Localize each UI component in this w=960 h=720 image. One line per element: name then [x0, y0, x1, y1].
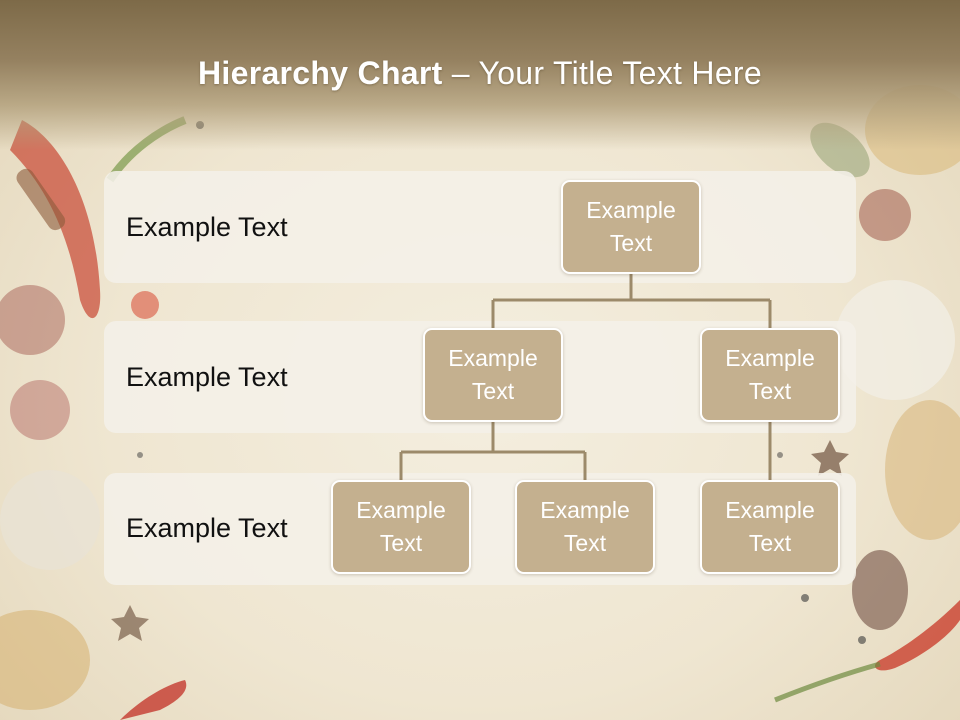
title-bold: Hierarchy Chart — [198, 55, 443, 91]
node-mid-right[interactable]: Example Text — [700, 328, 840, 422]
title-rest: – Your Title Text Here — [442, 55, 762, 91]
red-pepper-small — [131, 291, 159, 319]
peppercorn — [137, 452, 143, 458]
garlic-left — [0, 470, 100, 570]
onion-right — [859, 189, 911, 241]
fig-right — [852, 550, 908, 630]
node-bottom-center[interactable]: Example Text — [515, 480, 655, 574]
level-label-3: Example Text — [126, 513, 288, 543]
peppercorn — [858, 636, 866, 644]
red-chili-bottom — [120, 680, 187, 720]
star-anise-left — [111, 605, 149, 641]
cinnamon-stick — [16, 168, 66, 231]
peppercorn — [801, 594, 809, 602]
node-mid-left[interactable]: Example Text — [423, 328, 563, 422]
star-anise-right — [811, 440, 849, 476]
level-band-1 — [104, 171, 856, 283]
level-label-1: Example Text — [126, 212, 288, 242]
garlic-right — [835, 280, 955, 400]
connector-root — [491, 274, 772, 330]
chili-stem-right — [774, 661, 881, 703]
red-chili-right — [875, 600, 960, 671]
level-label-2: Example Text — [126, 362, 288, 392]
peppercorn — [777, 452, 783, 458]
shallot-left — [0, 285, 65, 355]
shallot-left-2 — [10, 380, 70, 440]
node-bottom-right[interactable]: Example Text — [700, 480, 840, 574]
potato-left — [0, 610, 90, 710]
potato-right — [885, 400, 960, 540]
node-root[interactable]: Example Text — [561, 180, 701, 274]
red-chili-left — [10, 120, 101, 319]
title-bar — [0, 0, 960, 150]
connector-mid-left — [399, 422, 587, 482]
slide-title: Hierarchy Chart – Your Title Text Here — [0, 55, 960, 92]
node-bottom-left[interactable]: Example Text — [331, 480, 471, 574]
